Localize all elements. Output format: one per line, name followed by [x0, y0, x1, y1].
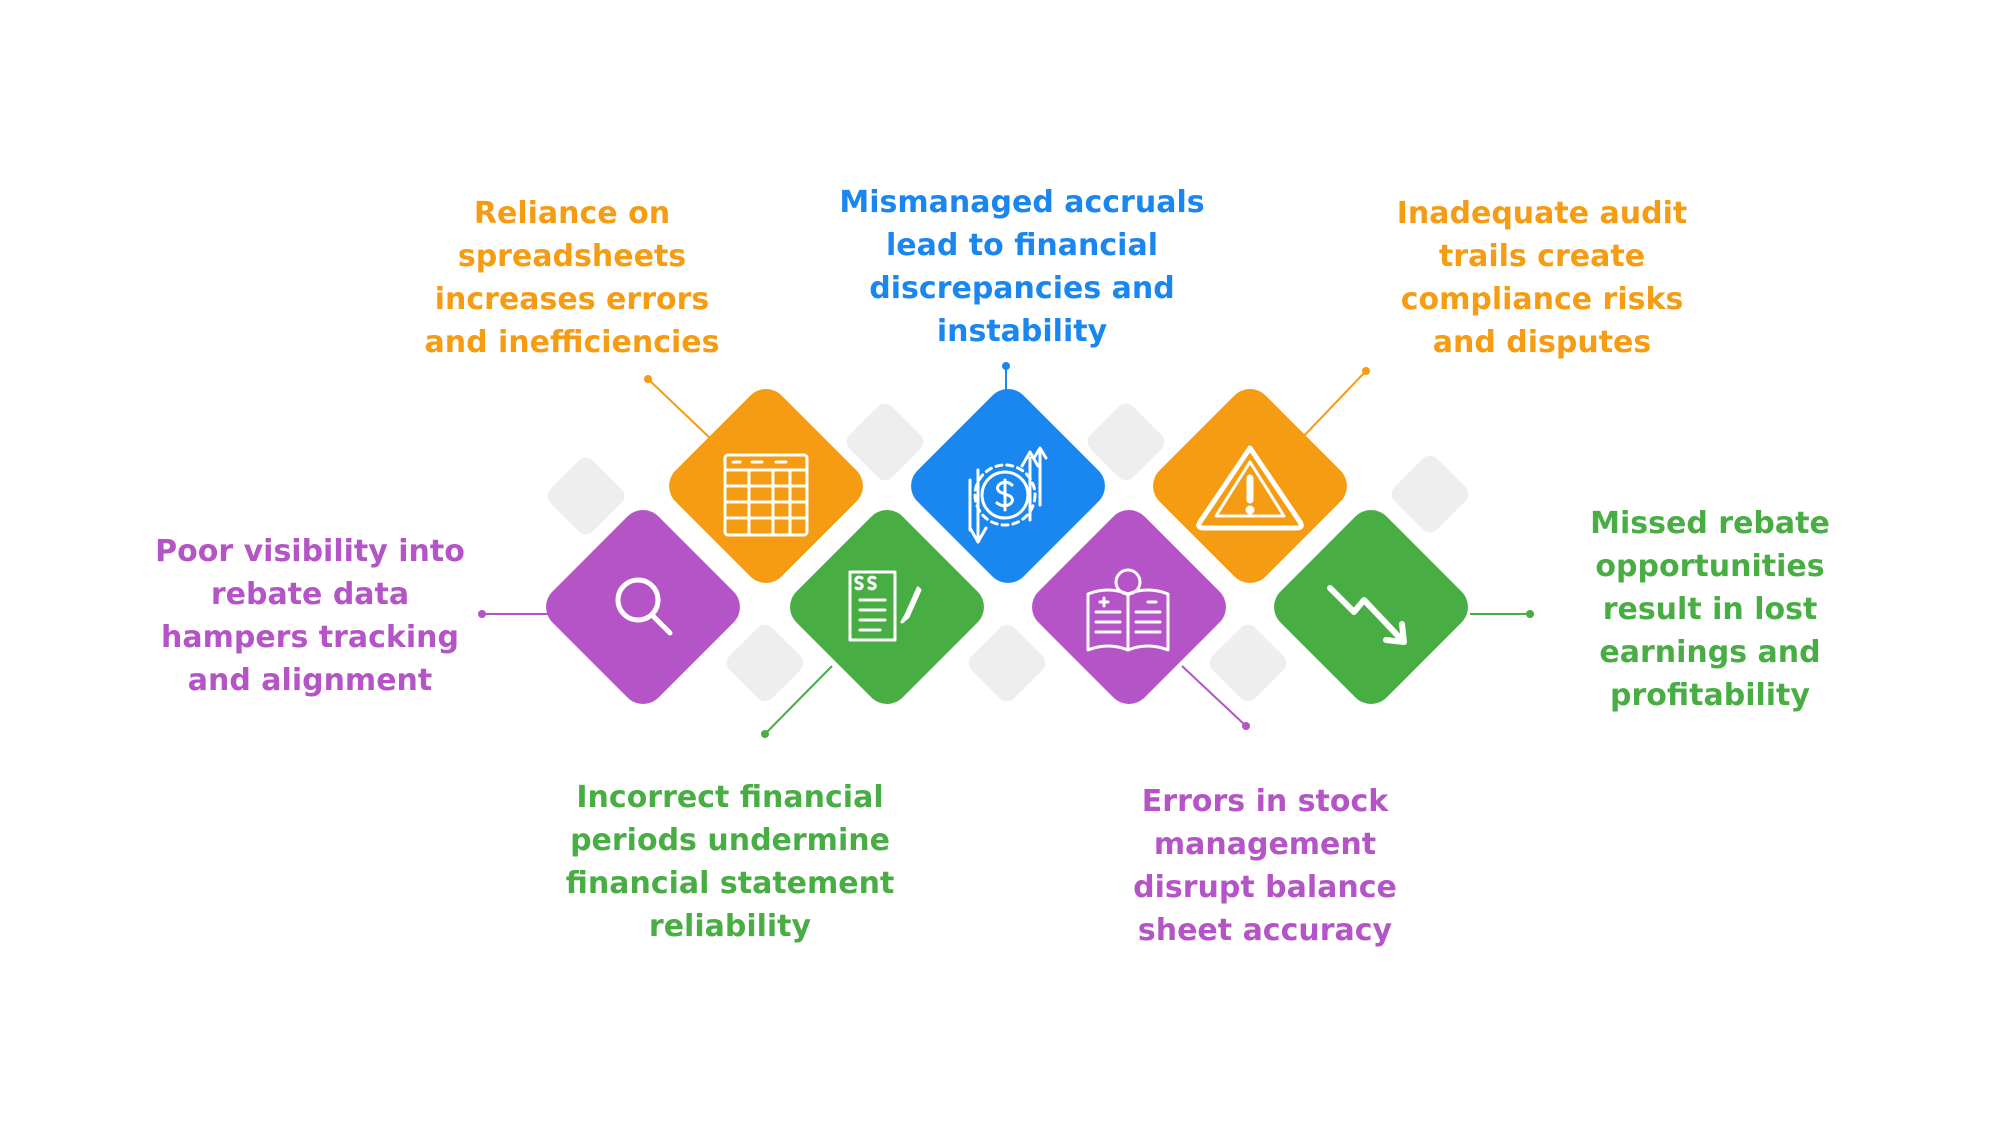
label-audit: Inadequate audit trails create complianc… [1396, 196, 1688, 360]
ledger-icon [1086, 568, 1170, 652]
label-visibility: Poor visibility into rebate data hampers… [155, 534, 465, 698]
label-spreadsheets: Reliance on spreadsheets increases error… [424, 196, 720, 360]
connector-dot [761, 730, 769, 738]
label-accruals: Mismanaged accruals lead to financial di… [839, 185, 1205, 349]
gray-tile [968, 624, 1046, 702]
gray-tile [1391, 455, 1469, 533]
gray-tile [547, 457, 625, 535]
connector-stock [1181, 665, 1247, 727]
diamond-accruals [911, 389, 1105, 583]
warning-icon [1196, 445, 1304, 531]
connector-dot [478, 610, 486, 618]
dollar-cycle-icon [968, 446, 1048, 544]
label-rebate: Missed rebate opportunities result in lo… [1590, 506, 1830, 713]
diamond-visibility [546, 510, 740, 704]
magnifier-icon [615, 577, 673, 636]
gray-tile [846, 403, 924, 481]
gray-tile [1209, 624, 1287, 702]
invoice-icon [848, 570, 922, 642]
gray-tile [1087, 403, 1165, 481]
connector-dot [644, 375, 652, 383]
label-periods: Incorrect financial periods undermine fi… [565, 780, 895, 944]
spreadsheet-icon [723, 453, 809, 537]
downtrend-icon [1327, 585, 1407, 645]
background-tiles [547, 403, 1469, 702]
connector-periods [764, 665, 833, 735]
connector-audit [1299, 370, 1367, 441]
connector-dot [1362, 367, 1370, 375]
connector-spreadsheets [647, 378, 713, 441]
connectors [478, 362, 1534, 738]
connector-dot [1242, 722, 1250, 730]
connector-dot [1002, 362, 1010, 370]
connector-dot [1526, 610, 1534, 618]
label-stock: Errors in stock management disrupt balan… [1133, 784, 1397, 948]
gray-tile [726, 624, 804, 702]
diamond-periods [790, 510, 984, 704]
